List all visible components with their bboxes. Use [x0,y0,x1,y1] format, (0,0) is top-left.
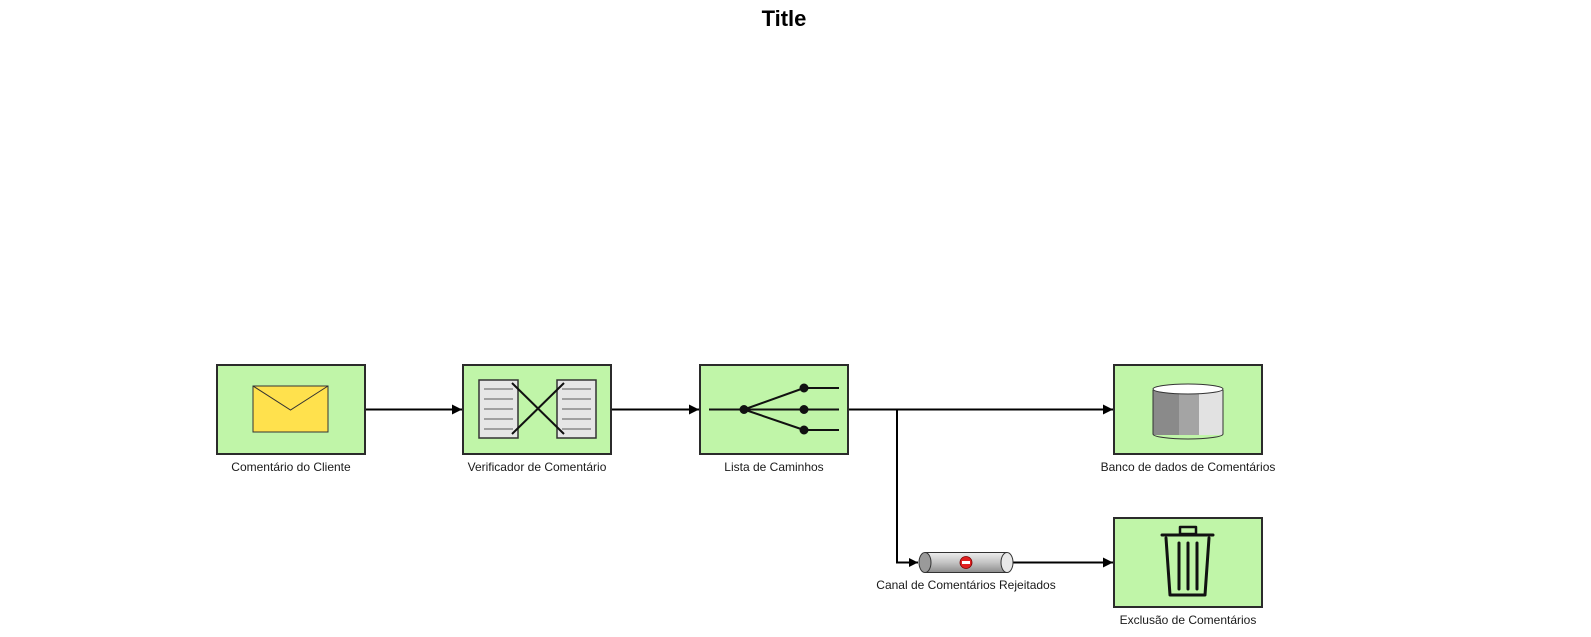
edges [366,404,1113,568]
node-comment-checker[interactable]: Verificador de Comentário [462,364,612,474]
database-icon [1152,383,1224,440]
recipient-list-icon [709,383,839,435]
trash-icon [1160,525,1215,597]
node-label: Banco de dados de Comentários [1101,460,1276,474]
node-rejected-channel[interactable]: Canal de Comentários Rejeitados [876,552,1056,593]
edge-routing-to-rejected-channel [849,408,918,567]
node-label: Verificador de Comentário [468,460,607,474]
translator-icon [478,379,597,439]
node-label: Canal de Comentários Rejeitados [876,578,1055,592]
stop-icon [959,556,973,569]
node-routing-list[interactable]: Lista de Caminhos [699,364,849,474]
node-customer-comment[interactable]: Comentário do Cliente [216,364,366,474]
node-label: Lista de Caminhos [724,460,823,474]
node-comment-deletion[interactable]: Exclusão de Comentários [1113,517,1263,627]
page-title: Title [761,6,807,31]
envelope-icon [252,385,329,433]
node-label: Exclusão de Comentários [1120,613,1257,627]
node-label: Comentário do Cliente [231,460,351,474]
invalid-message-channel-icon [918,552,1014,573]
node-comment-database[interactable]: Banco de dados de Comentários [1101,364,1276,474]
